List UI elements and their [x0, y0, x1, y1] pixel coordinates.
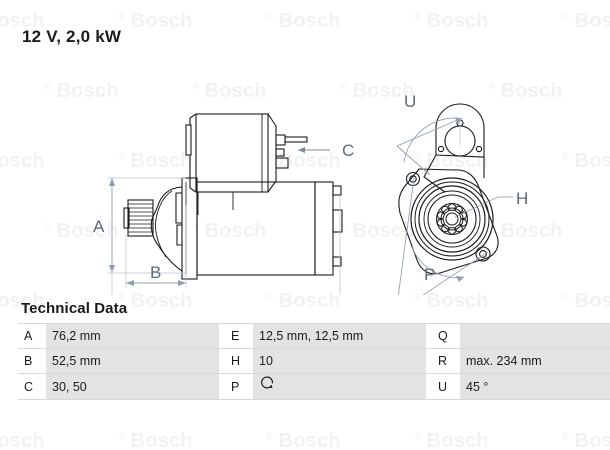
side-view-dimensions — [108, 177, 341, 295]
row-value-e: 12,5 mm, 12,5 mm — [253, 323, 426, 349]
row-key-q: Q — [432, 323, 460, 349]
row-key-u: U — [432, 372, 460, 401]
technical-data-heading: Technical Data — [21, 300, 128, 317]
row-key-b: B — [18, 348, 46, 374]
column-spacer — [219, 323, 225, 349]
dimension-label-b: B — [150, 263, 161, 282]
row-value-b: 52,5 mm — [46, 348, 219, 374]
row-key-h: H — [225, 348, 253, 374]
row-value-c: 30, 50 — [46, 372, 219, 401]
column-spacer — [219, 348, 225, 374]
drawing-svg: C — [93, 92, 528, 295]
watermark-text: ® Bosch — [266, 430, 341, 450]
row-value-q — [460, 323, 610, 349]
dimension-label-p: P — [424, 265, 435, 284]
row-value-a: 76,2 mm — [46, 323, 219, 349]
column-spacer — [426, 372, 432, 401]
watermark-text: ® Bosch — [562, 10, 610, 32]
dimension-label-h: H — [516, 189, 528, 208]
watermark-text: ® Bosch — [414, 10, 489, 32]
row-key-p: P — [225, 372, 253, 401]
pinion-gear-10-teeth — [436, 202, 468, 236]
starter-motor-end-view — [398, 103, 499, 275]
watermark-text: ® Bosch — [118, 10, 193, 32]
starter-motor-side-view: C — [123, 113, 354, 280]
row-key-c: C — [18, 372, 46, 401]
watermark-text: ® Bosch — [0, 430, 45, 450]
technical-drawing: C — [0, 45, 610, 295]
watermark-text: ® Bosch — [266, 10, 341, 32]
column-spacer — [426, 348, 432, 374]
table-row: B 52,5 mm H 10 R max. 234 mm — [18, 348, 610, 374]
watermark-text: ® Bosch — [118, 430, 193, 450]
page-title: 12 V, 2,0 kW — [22, 27, 122, 46]
row-key-a: A — [18, 323, 46, 349]
watermark-text: ® Bosch — [562, 430, 610, 450]
technical-data-table: A 76,2 mm E 12,5 mm, 12,5 mm Q B 52,5 mm… — [18, 323, 610, 401]
dimension-label-r: R — [220, 293, 232, 295]
column-spacer — [219, 372, 225, 401]
dimension-label-a: A — [93, 217, 105, 236]
dimension-label-u: U — [404, 92, 416, 111]
watermark-text: ® Bosch — [414, 430, 489, 450]
row-value-r: max. 234 mm — [460, 348, 610, 374]
row-key-e: E — [225, 323, 253, 349]
row-key-r: R — [432, 348, 460, 374]
row-value-u: 45 ° — [460, 372, 610, 401]
dimension-label-c: C — [342, 141, 354, 160]
technical-data-section: Technical Data A 76,2 mm E 12,5 mm, 12,5… — [18, 300, 610, 401]
column-spacer — [426, 323, 432, 349]
dimension-c — [298, 147, 330, 153]
row-value-p — [253, 372, 426, 401]
table-row: C 30, 50 P U 45 ° — [18, 372, 610, 401]
clockwise-rotation-icon — [259, 374, 276, 399]
table-row: A 76,2 mm E 12,5 mm, 12,5 mm Q — [18, 323, 610, 349]
row-value-h: 10 — [253, 348, 426, 374]
end-view-dimensions — [396, 117, 513, 295]
